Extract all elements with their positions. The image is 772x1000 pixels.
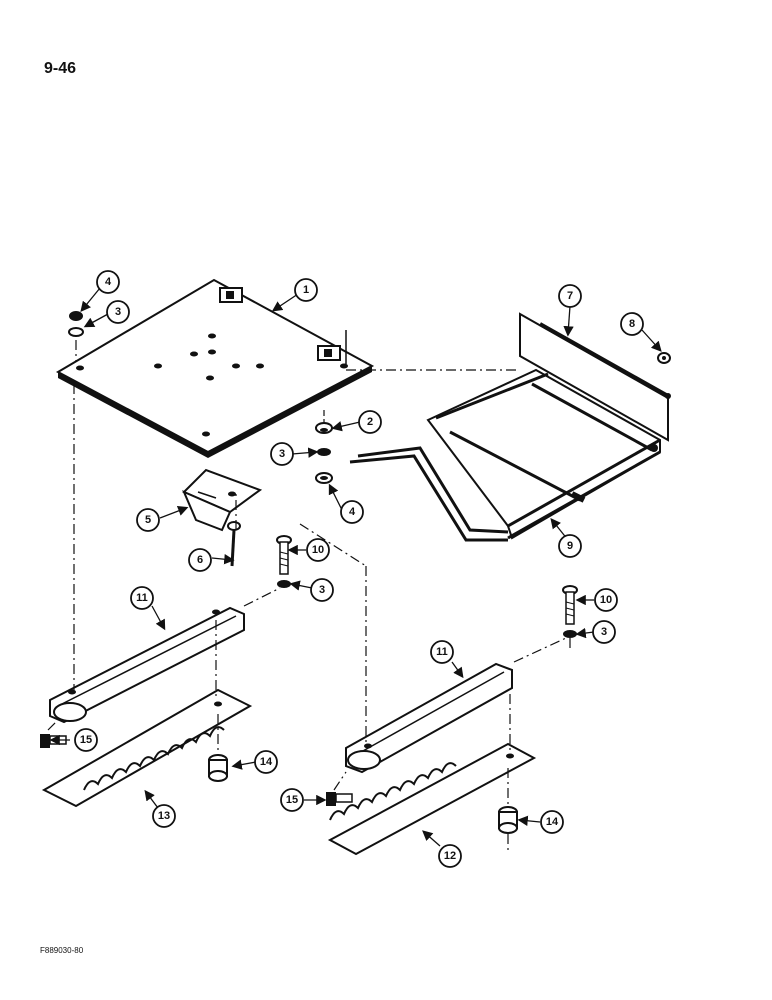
callout-11-right-label: 11 — [436, 646, 448, 658]
callout-4-plate: 4 — [96, 270, 120, 294]
spacer-right — [498, 806, 518, 834]
page-number: 9-46 — [44, 60, 77, 77]
callout-13-label: 13 — [158, 810, 170, 822]
callout-15-left-label: 15 — [80, 734, 92, 746]
latch-bracket — [182, 468, 263, 532]
callout-1-label: 1 — [303, 284, 309, 296]
callout-10-right: 10 — [594, 588, 618, 612]
callout-10-upper-label: 10 — [312, 544, 324, 556]
seat-mounting-plate — [55, 278, 375, 458]
callout-8-label: 8 — [629, 318, 635, 330]
callout-15-right: 15 — [280, 788, 304, 812]
spacer-left — [208, 754, 228, 782]
nut-8 — [657, 352, 671, 364]
seat-adjust-frame — [349, 312, 671, 542]
slide-rail-right — [345, 662, 513, 774]
screw-right — [326, 792, 353, 806]
callout-3-stack: 3 — [270, 442, 294, 466]
callout-4-stack-label: 4 — [349, 506, 356, 518]
callout-3-bolt-label: 3 — [319, 584, 325, 596]
figure-code: F889030-80 — [40, 946, 84, 955]
callout-11-left-label: 11 — [136, 592, 148, 604]
callout-15-left: 15 — [74, 728, 98, 752]
callout-14-left-label: 14 — [260, 756, 273, 768]
callout-12-label: 12 — [444, 850, 456, 862]
rack-right — [327, 742, 537, 856]
callout-14-left: 14 — [254, 750, 278, 774]
callout-2: 2 — [358, 410, 382, 434]
callout-14-right-label: 14 — [546, 816, 559, 828]
callout-5: 5 — [136, 508, 160, 532]
callout-3-right: 3 — [592, 620, 616, 644]
callout-3-bolt: 3 — [310, 578, 334, 602]
callout-10-upper: 10 — [306, 538, 330, 562]
rack-left — [41, 688, 253, 808]
callout-15-right-label: 15 — [286, 794, 298, 806]
callout-7: 7 — [558, 284, 582, 308]
callout-11-right: 11 — [430, 640, 454, 664]
slide-rail-left — [49, 606, 245, 724]
callout-14-right: 14 — [540, 810, 564, 834]
callout-3-stack-label: 3 — [279, 448, 285, 460]
callout-2-label: 2 — [367, 416, 373, 428]
callout-3-plate-label: 3 — [115, 306, 121, 318]
callout-6: 6 — [188, 548, 212, 572]
spacer-washer-nut-stack — [315, 410, 333, 484]
callout-5-label: 5 — [145, 514, 151, 526]
callout-8: 8 — [620, 312, 644, 336]
callout-13: 13 — [152, 804, 176, 828]
callout-7-label: 7 — [567, 290, 573, 302]
leader-lines — [49, 287, 662, 847]
callout-3-right-label: 3 — [601, 626, 607, 638]
callout-12: 12 — [438, 844, 462, 868]
alignment-lines — [47, 340, 571, 850]
callout-10-right-label: 10 — [600, 594, 612, 606]
callout-9: 9 — [558, 534, 582, 558]
callout-4-stack: 4 — [340, 500, 364, 524]
callout-9-label: 9 — [567, 540, 573, 552]
callout-4-plate-label: 4 — [105, 276, 112, 288]
callout-6-label: 6 — [197, 554, 203, 566]
bolt-upper — [276, 535, 292, 588]
nut-and-washer-left — [68, 311, 84, 337]
callout-1: 1 — [294, 278, 318, 302]
callout-11-left: 11 — [130, 586, 154, 610]
callout-3-plate: 3 — [106, 300, 130, 324]
bolt-right — [562, 585, 578, 638]
screw-left — [40, 734, 67, 748]
